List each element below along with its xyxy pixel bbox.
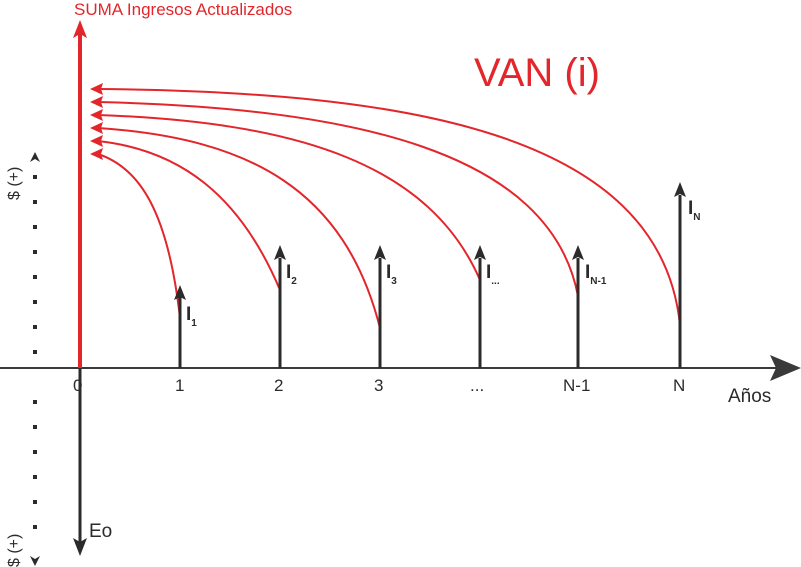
sum-label: SUMA Ingresos Actualizados [74, 0, 292, 19]
discount-curve-5 [97, 101, 579, 297]
income-arrowhead-icon [174, 285, 186, 300]
period-1: 1 I1 [174, 285, 197, 395]
income-arrowhead-icon [674, 182, 686, 197]
curve-arrowhead-icon [90, 109, 103, 121]
discount-curves [90, 83, 681, 329]
axis-dot [33, 225, 37, 229]
axis-dot [33, 475, 37, 479]
axis-dot [33, 425, 37, 429]
van-title: VAN (i) [474, 51, 600, 95]
income-label-n-minus-1: IN-1 [585, 262, 607, 287]
period-ellipsis: ... I... [470, 245, 500, 395]
dotted-money-axis [33, 175, 37, 529]
tick-ellipsis: ... [470, 376, 484, 395]
period-2: 2 I2 [274, 245, 297, 395]
axis-dot [33, 350, 37, 354]
curve-arrowhead-icon [90, 96, 103, 108]
period-3: 3 I3 [374, 245, 397, 395]
period-n-minus-1: N-1 IN-1 [563, 245, 607, 395]
curve-arrowhead-icon [90, 83, 103, 95]
axis-dot [33, 200, 37, 204]
discount-curve-6 [97, 88, 681, 326]
income-arrowhead-icon [474, 245, 486, 260]
axis-dot [33, 500, 37, 504]
curve-arrowhead-icon [90, 122, 103, 134]
tick-3: 3 [374, 376, 383, 395]
tick-n: N [673, 376, 685, 395]
axis-dot [33, 325, 37, 329]
axis-dot [33, 400, 37, 404]
money-axis-up-arrow-icon [30, 152, 40, 162]
income-label-1: I1 [186, 304, 197, 329]
income-arrowhead-icon [572, 245, 584, 260]
tick-1: 1 [175, 376, 184, 395]
money-axis-down-arrow-icon [30, 556, 40, 566]
curve-arrowhead-icon [90, 148, 103, 160]
tick-n-minus-1: N-1 [563, 376, 590, 395]
income-label-n: IN [688, 198, 701, 223]
discount-curve-2 [97, 140, 281, 291]
axis-dot [33, 175, 37, 179]
side-label-bottom: $ (+) [6, 534, 23, 567]
tick-2: 2 [274, 376, 283, 395]
axis-dot [33, 275, 37, 279]
axis-dot [33, 300, 37, 304]
discount-curve-3 [97, 127, 381, 329]
outflow-arrow-icon [73, 538, 87, 556]
tick-0: 0 [73, 376, 82, 395]
income-arrowhead-icon [274, 245, 286, 260]
axis-dot [33, 250, 37, 254]
axis-label: Años [728, 386, 771, 407]
outflow-label: Eo [89, 521, 112, 542]
discount-curve-1 [97, 153, 181, 319]
income-label-ellipsis: I... [486, 262, 500, 287]
period-n: N IN [673, 182, 701, 395]
sum-axis-arrow-icon [73, 20, 87, 38]
curve-arrowhead-icon [90, 135, 103, 147]
discount-curve-4 [97, 114, 481, 281]
income-label-3: I3 [386, 262, 397, 287]
time-axis-arrow-icon [770, 355, 801, 381]
income-arrowhead-icon [374, 245, 386, 260]
axis-dot [33, 525, 37, 529]
axis-dot [33, 450, 37, 454]
side-label-top: $ (+) [6, 167, 23, 200]
income-label-2: I2 [286, 262, 297, 287]
